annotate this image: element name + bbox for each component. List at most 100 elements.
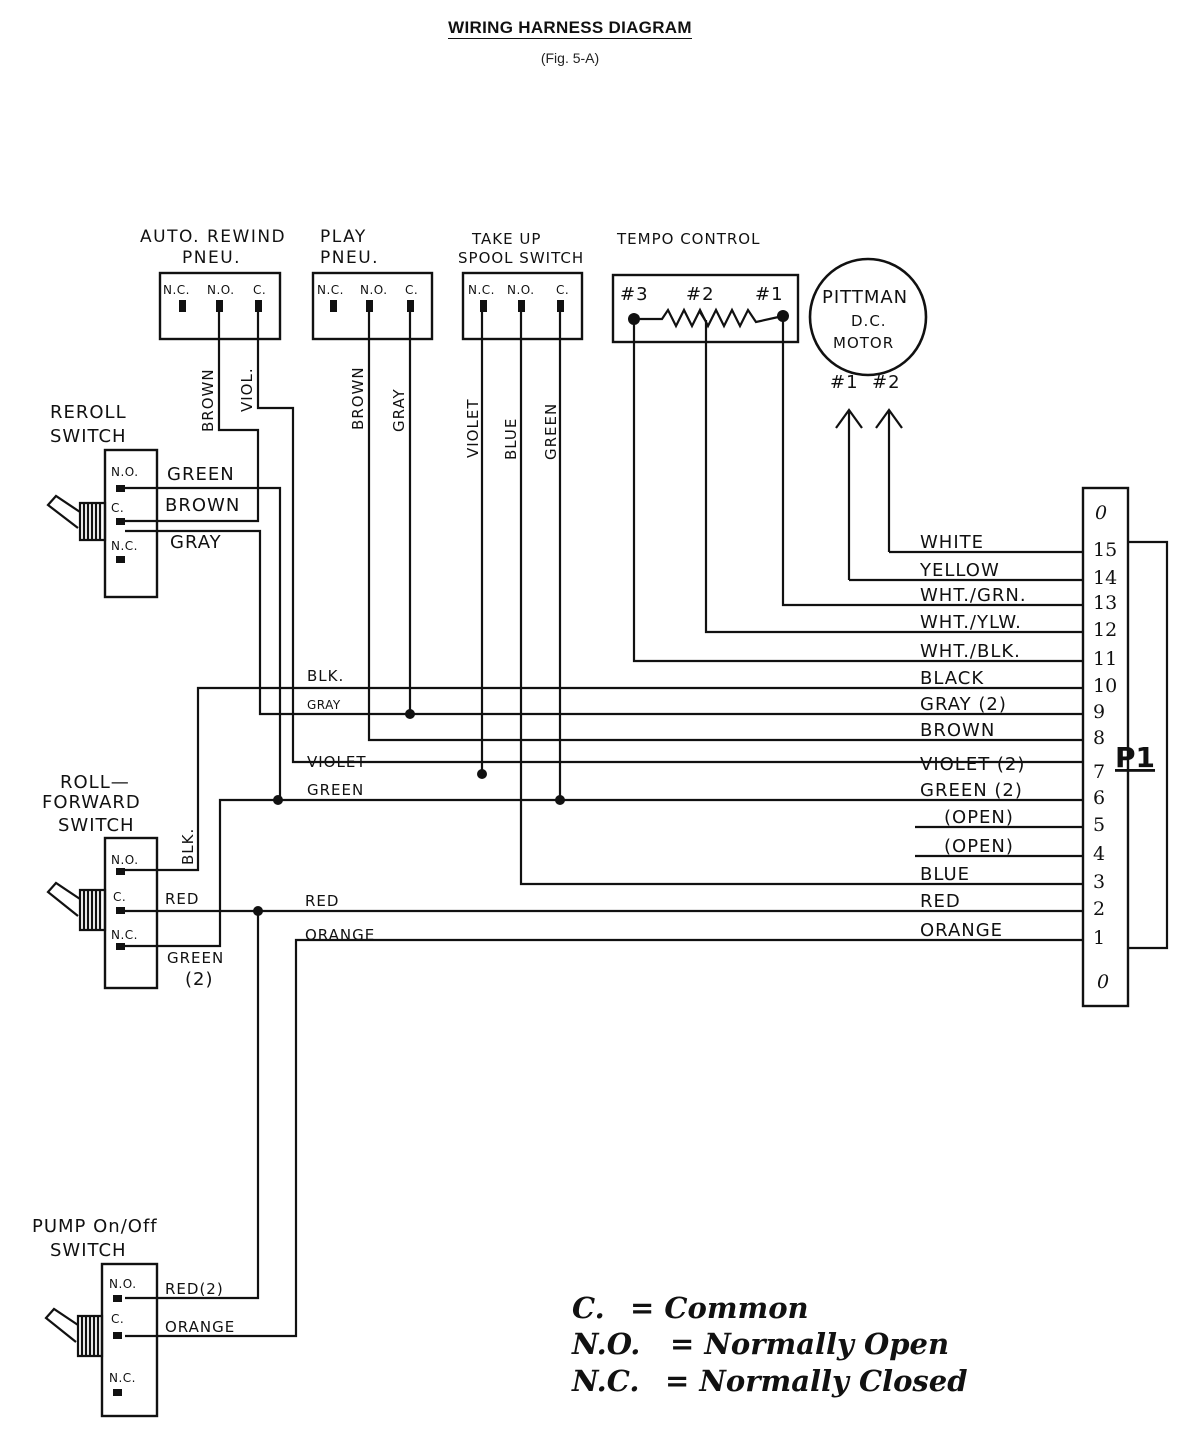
- tempo-wiper: [699, 311, 706, 321]
- auto-rewind-no-terminal: [216, 300, 223, 312]
- connector-flange: [1128, 540, 1169, 950]
- pump-c: C.: [111, 1312, 124, 1326]
- label-take-green: GREEN: [542, 403, 560, 460]
- connector-bottom-pin: 0: [1097, 971, 1109, 993]
- reroll-body: [103, 448, 159, 599]
- wire-wht-blk: [632, 319, 1083, 663]
- pin-number: 14: [1093, 567, 1117, 589]
- wire-auto-brown: [217, 312, 260, 462]
- wire-play-brown: [367, 312, 1083, 742]
- play-no: N.O.: [360, 283, 388, 297]
- bus-labels: BLK. GRAY VIOLET GREEN RED ORANGE: [305, 667, 375, 944]
- pump-c-terminal: [113, 1332, 122, 1339]
- take-up-c: C.: [556, 283, 569, 297]
- wire-reroll-green: [125, 486, 282, 800]
- wire-take-blue: [519, 312, 1083, 886]
- label-auto-viol: VIOL.: [238, 367, 256, 412]
- take-up-no-terminal: [518, 300, 525, 312]
- tempo-terminal-3: #3: [620, 284, 649, 305]
- wire-pump-orange: [125, 938, 1083, 1338]
- pin-number: 12: [1093, 619, 1117, 641]
- pin-number: 9: [1093, 701, 1105, 723]
- pin-wire-label: ORANGE: [920, 920, 1003, 941]
- play-no-terminal: [366, 300, 373, 312]
- pin-number: 1: [1093, 927, 1105, 949]
- roll-forward-c-terminal: [116, 907, 125, 914]
- pump-label-2: SWITCH: [50, 1240, 127, 1261]
- play-nc-terminal: [330, 300, 337, 312]
- label-take-blue: BLUE: [502, 418, 520, 460]
- legend-nc-text: = Normally Closed: [665, 1364, 967, 1398]
- roll-forward-label-3: SWITCH: [58, 815, 135, 836]
- wire-reroll-gray: [125, 529, 1083, 716]
- pump-body: [100, 1262, 159, 1418]
- reroll-c: C.: [111, 501, 124, 515]
- pin-number: 8: [1093, 727, 1105, 749]
- auto-rewind-c: C.: [253, 283, 266, 297]
- pin-wire-label: RED: [920, 891, 961, 912]
- diagram-title-text: WIRING HARNESS DIAGRAM: [448, 18, 692, 39]
- pittman-motor: PITTMAN D.C. MOTOR #1 #2: [808, 257, 928, 580]
- label-bus-violet: VIOLET: [307, 753, 367, 771]
- play-pneu: PLAY PNEU. N.C. N.O. C.: [311, 227, 434, 341]
- pin-list: 15WHITE14YELLOW13WHT./GRN.12WHT./YLW.11W…: [919, 532, 1117, 949]
- label-reroll-green: GREEN: [167, 464, 235, 485]
- wire-rf-green: [125, 798, 1083, 948]
- roll-forward-label: ROLL—: [60, 772, 130, 793]
- pin-number: 7: [1093, 761, 1105, 783]
- roll-forward-body: [103, 836, 159, 990]
- connector-p1: 0 0 P1 15WHITE14YELLOW13WHT./GRN.12WHT./…: [919, 486, 1169, 1008]
- play-nc: N.C.: [317, 283, 344, 297]
- label-bus-green: GREEN: [307, 781, 364, 799]
- auto-rewind-label: AUTO. REWIND: [140, 227, 286, 247]
- pin-wire-label: (OPEN): [944, 807, 1014, 828]
- label-play-brown: BROWN: [349, 366, 367, 430]
- take-up-c-terminal: [557, 300, 564, 312]
- pin-wire-label: WHITE: [920, 532, 984, 553]
- reroll-label-2: SWITCH: [50, 426, 127, 447]
- legend: C. = Common N.O. = Normally Open N.C. = …: [571, 1291, 967, 1398]
- pin-number: 2: [1093, 898, 1105, 920]
- legend-no-text: = Normally Open: [670, 1327, 949, 1361]
- motor-line-3: MOTOR: [833, 334, 894, 352]
- pump-label: PUMP On/Off: [32, 1216, 158, 1237]
- tempo-terminal-2: #2: [686, 284, 715, 305]
- label-bus-orange: ORANGE: [305, 926, 375, 944]
- connector-label: P1: [1115, 741, 1155, 774]
- pin-number: 3: [1093, 871, 1105, 893]
- reroll-toggle-lever: [46, 494, 107, 542]
- vertical-labels: BROWN VIOL. BROWN GRAY VIOLET BLUE GREEN…: [179, 366, 560, 865]
- label-rf-red: RED: [165, 890, 199, 908]
- wire-pump-red: [125, 911, 260, 1300]
- pin-wire-label: WHT./BLK.: [920, 641, 1021, 662]
- reroll-c-terminal: [116, 518, 125, 525]
- wire-network: [125, 312, 1083, 1338]
- connector-body: [1081, 486, 1130, 1008]
- motor-terminal-1: #1: [830, 372, 859, 393]
- label-bus-red: RED: [305, 892, 339, 910]
- label-rf-green2: GREEN: [167, 949, 224, 967]
- roll-forward-switch: ROLL— FORWARD SWITCH N.O. C. N.C.: [42, 772, 159, 990]
- reroll-nc-terminal: [116, 556, 125, 563]
- junction-gray: [405, 709, 415, 719]
- roll-forward-nc: N.C.: [111, 928, 138, 942]
- auto-rewind-label-2: PNEU.: [182, 248, 241, 268]
- reroll-nc: N.C.: [111, 539, 138, 553]
- label-pump-orange: ORANGE: [165, 1318, 235, 1336]
- auto-rewind-pneu: AUTO. REWIND PNEU. N.C. N.O. C.: [140, 227, 286, 341]
- label-rf-blk: BLK.: [179, 828, 197, 865]
- label-play-gray: GRAY: [390, 388, 408, 432]
- pin-number: 4: [1093, 843, 1105, 865]
- play-c: C.: [405, 283, 418, 297]
- wire-auto-violet: [256, 312, 1083, 764]
- roll-forward-c: C.: [113, 890, 126, 904]
- switch-wire-labels: GREEN BROWN GRAY RED GREEN (2) RED(2) OR…: [165, 464, 239, 1336]
- motor-line-2: D.C.: [851, 312, 887, 330]
- pump-switch: PUMP On/Off SWITCH N.O. C. N.C.: [32, 1216, 159, 1418]
- auto-rewind-no: N.O.: [207, 283, 235, 297]
- take-up-nc: N.C.: [468, 283, 495, 297]
- pump-nc: N.C.: [109, 1371, 136, 1385]
- pin-number: 5: [1093, 814, 1105, 836]
- pump-no-terminal: [113, 1295, 122, 1302]
